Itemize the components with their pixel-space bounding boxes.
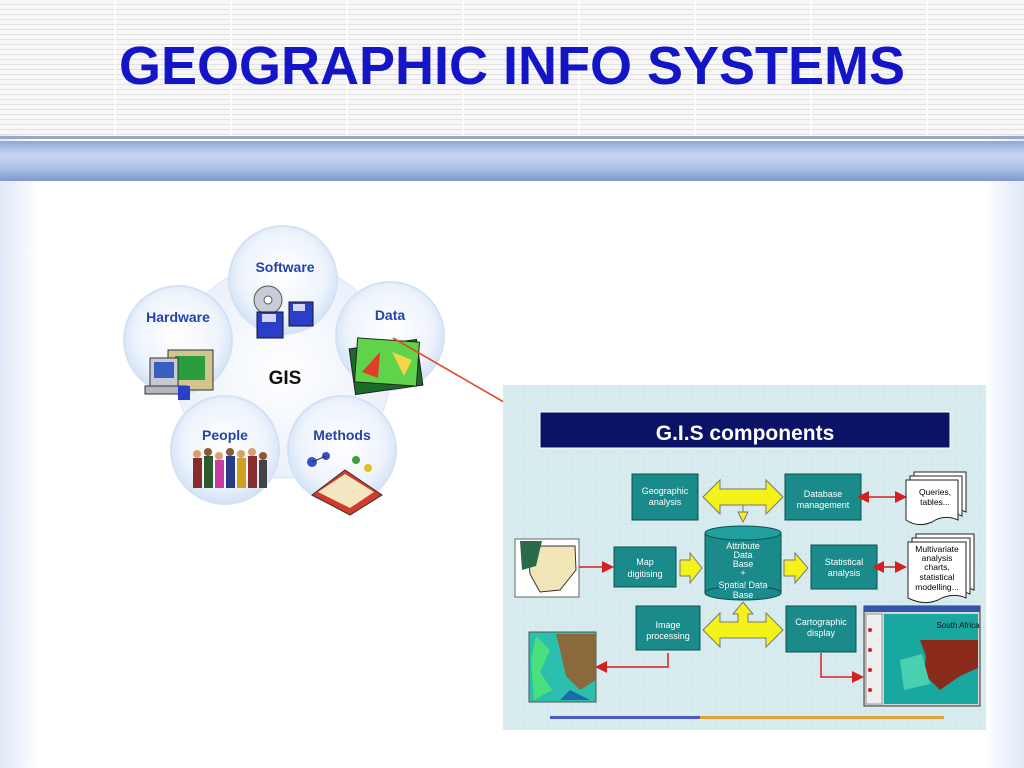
database-label-6: Base (733, 590, 754, 600)
satellite-image (528, 631, 597, 703)
petal-label-data: Data (375, 307, 406, 323)
header-rule (0, 136, 1024, 139)
petal-label-people: People (202, 427, 248, 443)
cartographic-display-box (785, 605, 857, 653)
yellow-double-arrow-bottom (702, 601, 784, 649)
multivariate-label-2: analysis (922, 553, 953, 563)
map-digitising-label-1: Map (636, 557, 654, 567)
red-arrow-cartographic (820, 653, 864, 683)
database-label-5: Spatial Data (718, 580, 767, 590)
map-window-title: South Africa (936, 621, 980, 630)
panel-bottom-line (550, 716, 944, 719)
geographic-analysis-box (631, 473, 699, 521)
hardware-clipart-icon (144, 349, 214, 400)
cartographic-display-label-2: display (807, 628, 836, 638)
header-gradient-band (0, 141, 1024, 181)
multivariate-label-3: charts, (924, 562, 950, 572)
yellow-arrow-left (679, 551, 703, 585)
statistical-analysis-label-2: analysis (828, 568, 861, 578)
data-clipart-icon (348, 337, 424, 396)
panel-bottom-line-accent (550, 716, 700, 719)
multivariate-label-4: statistical (920, 572, 955, 582)
people-clipart-icon (193, 448, 267, 488)
software-clipart-icon (253, 285, 314, 339)
petal-label-software: Software (255, 259, 314, 275)
database-label-3: Base (733, 559, 754, 569)
header-band (0, 0, 1024, 135)
map-digitising-label-2: digitising (627, 569, 662, 579)
queries-document-icon (905, 471, 967, 526)
statistical-analysis-box (810, 544, 878, 590)
database-management-label-2: management (797, 500, 850, 510)
multivariate-label-5: modelling... (915, 582, 958, 592)
geographic-analysis-label-2: analysis (649, 497, 682, 507)
geographic-analysis-label-1: Geographic (642, 486, 689, 496)
map-digitising-box (613, 546, 677, 588)
image-processing-box (635, 605, 701, 651)
database-label-1: Attribute (726, 541, 760, 551)
queries-label-2: tables... (920, 497, 950, 507)
methods-clipart-icon (307, 452, 383, 516)
multivariate-document-icon (907, 533, 975, 604)
yellow-arrow-right (783, 551, 809, 585)
gis-components-panel: G.I.S components Geographic analysis Dat… (503, 385, 986, 730)
image-processing-label-1: Image (655, 620, 680, 630)
statistical-analysis-label-1: Statistical (825, 557, 864, 567)
petal-label-methods: Methods (313, 427, 371, 443)
multivariate-label-1: Multivariate (915, 544, 959, 554)
gis-wheel-diagram: Software Hardware Data People Methods GI… (123, 225, 445, 516)
red-arrow-image (595, 653, 669, 673)
yellow-double-arrow-top (702, 478, 784, 524)
queries-label-1: Queries, (919, 487, 951, 497)
page-title: GEOGRAPHIC INFO SYSTEMS (118, 36, 906, 96)
image-processing-label-2: processing (646, 631, 690, 641)
cartographic-display-label-1: Cartographic (795, 617, 847, 627)
digitising-map-image (514, 538, 580, 598)
database-label-4: + (740, 568, 745, 578)
database-label-2: Data (733, 550, 752, 560)
database-cylinder (704, 525, 782, 601)
database-management-label-1: Database (804, 489, 843, 499)
components-title: G.I.S components (656, 422, 835, 445)
petal-label-hardware: Hardware (146, 309, 210, 325)
components-banner (539, 411, 951, 449)
wheel-center-label: GIS (269, 368, 302, 389)
map-window-screenshot (863, 605, 981, 707)
